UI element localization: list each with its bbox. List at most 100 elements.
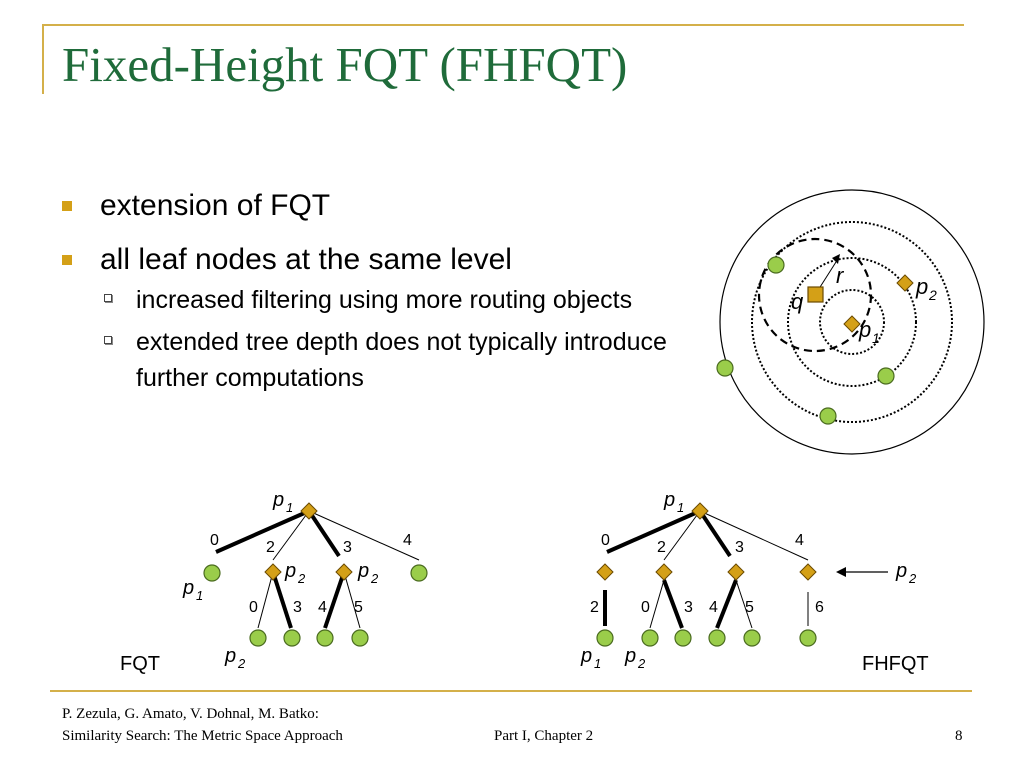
footer-chapter: Part I, Chapter 2 bbox=[494, 728, 594, 744]
tree-edge bbox=[323, 571, 346, 629]
pivot-p1-diamond bbox=[843, 315, 861, 333]
leaf-object bbox=[596, 629, 614, 647]
root-pivot-diamond bbox=[300, 502, 318, 520]
query-label: q bbox=[791, 289, 804, 314]
edge-label: 4 bbox=[795, 532, 804, 549]
leaf-object bbox=[799, 629, 817, 647]
leaf-object bbox=[203, 564, 221, 582]
edge-label: 2 bbox=[657, 539, 666, 556]
edge-label: 6 bbox=[815, 599, 824, 616]
edge-label: 4 bbox=[709, 599, 718, 616]
bullet-text: all leaf nodes at the same level bbox=[100, 243, 512, 276]
tree-edge bbox=[698, 509, 732, 558]
slide-title: Fixed-Height FQT (FHFQT) bbox=[62, 37, 628, 92]
footer-book-title: Similarity Search: The Metric Space Appr… bbox=[62, 728, 343, 744]
inner-label: p bbox=[284, 560, 296, 582]
tree-edge bbox=[663, 510, 701, 561]
query-range-circle bbox=[757, 237, 873, 353]
edge-label: 3 bbox=[735, 539, 744, 556]
leaf-object bbox=[641, 629, 659, 647]
inner-subscript: 2 bbox=[297, 571, 306, 586]
title-accent-bar bbox=[42, 24, 44, 94]
sub-bullet-item: extended tree depth does not typically i… bbox=[62, 324, 702, 396]
edge-label: 2 bbox=[590, 599, 599, 616]
object-dot bbox=[819, 407, 837, 425]
tree-edge bbox=[699, 510, 809, 561]
tree-edge bbox=[343, 571, 361, 629]
hollow-square-bullet-icon bbox=[104, 336, 112, 344]
bottom-label: p bbox=[224, 645, 236, 667]
radius-arrowhead bbox=[832, 254, 840, 264]
tree-edge bbox=[715, 579, 738, 629]
tree-edge bbox=[257, 571, 274, 629]
tree-edge bbox=[649, 579, 665, 629]
root-subscript: 1 bbox=[677, 500, 684, 515]
bullet-list: extension of FQT all leaf nodes at the s… bbox=[62, 188, 702, 402]
root-label: p bbox=[663, 489, 675, 511]
edge-label: 4 bbox=[318, 599, 327, 616]
p1-subscript: 1 bbox=[872, 330, 880, 346]
bottom-subscript: 2 bbox=[637, 656, 646, 671]
tree-edge bbox=[308, 510, 420, 561]
tree-edge bbox=[606, 509, 701, 554]
arrow-subscript: 2 bbox=[908, 571, 917, 586]
title-accent-line bbox=[42, 24, 964, 26]
query-object-square bbox=[807, 286, 824, 303]
edge-label: 5 bbox=[354, 599, 363, 616]
p2-subscript: 2 bbox=[928, 287, 937, 303]
edge-label: 0 bbox=[601, 532, 610, 549]
radius-label: r bbox=[836, 263, 845, 288]
leaf-object bbox=[249, 629, 267, 647]
square-bullet-icon bbox=[62, 255, 72, 265]
root-label: p bbox=[272, 489, 284, 511]
edge-label: 5 bbox=[745, 599, 754, 616]
bottom-subscript: 2 bbox=[237, 656, 246, 671]
object-dot bbox=[716, 359, 734, 377]
inner-pivot-diamond bbox=[264, 563, 282, 581]
sub-bullet-text: extended tree depth does not typically i… bbox=[136, 328, 667, 392]
leaf-object bbox=[708, 629, 726, 647]
arrow-label: p bbox=[895, 560, 907, 582]
leaf-label: p bbox=[182, 577, 194, 599]
p2-label: p bbox=[915, 274, 928, 299]
p1-label: p bbox=[858, 317, 871, 342]
fqt-tree: p 1 0 2 3 4 p 1 p 2 p 2 0 3 4 5 p 2 FQT bbox=[120, 489, 428, 675]
leaf-object bbox=[410, 564, 428, 582]
object-dot bbox=[767, 256, 785, 274]
root-subscript: 1 bbox=[286, 500, 293, 515]
inner-subscript: 2 bbox=[370, 571, 379, 586]
edge-label: 0 bbox=[210, 532, 219, 549]
page-number: 8 bbox=[955, 728, 963, 744]
bullet-item: all leaf nodes at the same level bbox=[62, 242, 702, 278]
ring-2 bbox=[787, 257, 917, 387]
tree-edge bbox=[271, 571, 293, 629]
leaf-object bbox=[674, 629, 692, 647]
edge-label: 3 bbox=[293, 599, 302, 616]
tree-edge bbox=[735, 579, 753, 629]
metric-space-figure: r q p 2 p 1 bbox=[716, 189, 985, 455]
bullet-item: extension of FQT bbox=[62, 188, 702, 224]
fhfqt-diagram: r q p 2 p 1 p 1 0 2 3 4 p 1 p 2 p 2 bbox=[120, 189, 985, 675]
leaf-object bbox=[316, 629, 334, 647]
leaf-subscript: 1 bbox=[196, 588, 203, 603]
edge-label: 3 bbox=[684, 599, 693, 616]
tree-edge bbox=[272, 510, 310, 561]
bottom-subscript: 1 bbox=[594, 656, 601, 671]
bottom-label: p bbox=[580, 645, 592, 667]
square-bullet-icon bbox=[62, 201, 72, 211]
root-pivot-diamond bbox=[691, 502, 709, 520]
sub-bullet-item: increased filtering using more routing o… bbox=[62, 282, 702, 318]
tree-edge bbox=[215, 509, 310, 554]
inner-pivot-diamond bbox=[655, 563, 673, 581]
fhfqt-tree: p 1 0 2 3 4 2 0 3 4 5 6 p 2 p 1 p 2 FHFQ… bbox=[580, 489, 929, 675]
edge-label: 0 bbox=[641, 599, 650, 616]
pivot-p2-diamond bbox=[896, 274, 914, 292]
ring-3 bbox=[751, 221, 953, 423]
edge-label: 4 bbox=[403, 532, 412, 549]
pointer-arrowhead bbox=[836, 567, 846, 577]
sub-bullet-text: increased filtering using more routing o… bbox=[136, 286, 633, 314]
inner-label: p bbox=[357, 560, 369, 582]
bullet-text: extension of FQT bbox=[100, 189, 331, 222]
leaf-object bbox=[283, 629, 301, 647]
inner-pivot-diamond bbox=[596, 563, 614, 581]
